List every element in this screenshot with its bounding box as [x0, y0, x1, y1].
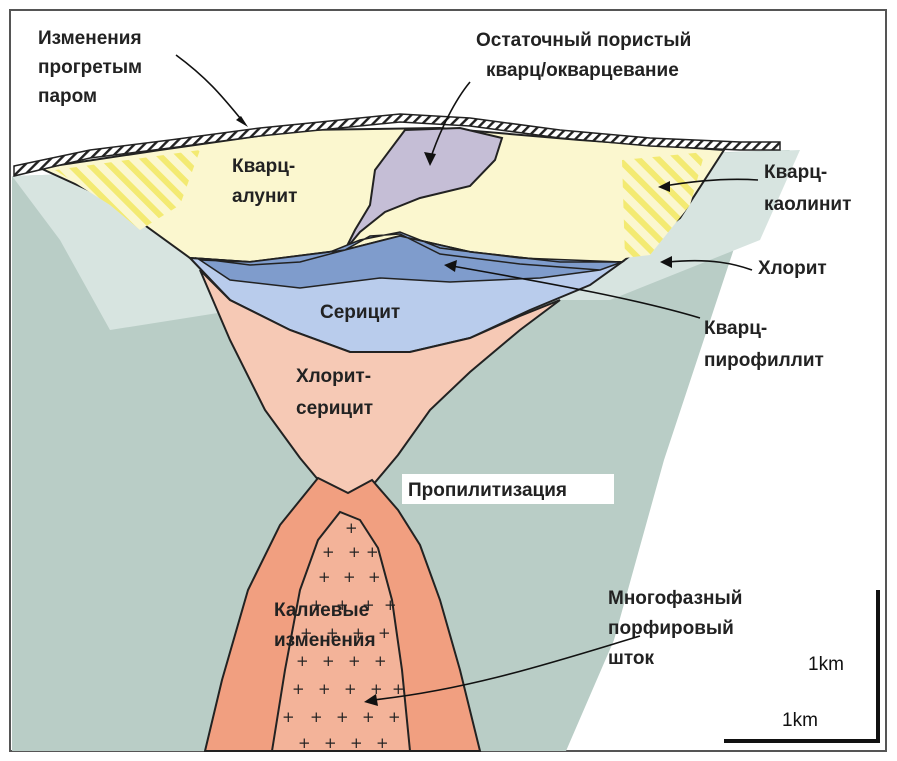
svg-text:Кварц-: Кварц-: [704, 318, 767, 339]
svg-text:шток: шток: [608, 648, 654, 669]
svg-text:кварц/окварцевание: кварц/окварцевание: [486, 60, 679, 81]
svg-text:+: +: [388, 708, 401, 726]
svg-text:+: +: [296, 652, 309, 670]
svg-text:серицит: серицит: [296, 398, 373, 419]
svg-text:+: +: [374, 652, 387, 670]
svg-text:+: +: [378, 624, 391, 642]
svg-text:+: +: [370, 680, 383, 698]
svg-text:+: +: [318, 680, 331, 698]
label-chlorite: Хлорит: [758, 258, 827, 279]
svg-text:изменения: изменения: [274, 630, 376, 651]
svg-text:+: +: [344, 680, 357, 698]
svg-text:+: +: [368, 568, 381, 586]
svg-text:Кварц-: Кварц-: [232, 156, 295, 177]
label-propylitic: Пропилитизация: [408, 480, 567, 501]
svg-text:+: +: [298, 734, 311, 752]
svg-text:Остаточный пористый: Остаточный пористый: [476, 30, 691, 51]
svg-text:+: +: [292, 680, 305, 698]
svg-text:+: +: [384, 596, 397, 614]
svg-text:Изменения: Изменения: [38, 28, 142, 49]
svg-text:прогретым: прогретым: [38, 57, 142, 78]
svg-text:алунит: алунит: [232, 186, 297, 207]
svg-text:Многофазный: Многофазный: [608, 588, 742, 609]
svg-text:+: +: [322, 652, 335, 670]
svg-text:+: +: [322, 543, 335, 561]
svg-text:+: +: [318, 568, 331, 586]
svg-text:+: +: [350, 734, 363, 752]
svg-text:+: +: [345, 519, 358, 537]
svg-text:Хлорит-: Хлорит-: [296, 366, 371, 387]
label-sericite: Серицит: [320, 302, 400, 323]
svg-text:Калиевые: Калиевые: [274, 600, 369, 621]
svg-text:+: +: [348, 652, 361, 670]
svg-text:паром: паром: [38, 86, 97, 107]
svg-text:каолинит: каолинит: [764, 194, 851, 215]
svg-text:+: +: [348, 543, 361, 561]
svg-text:+: +: [362, 708, 375, 726]
svg-text:+: +: [376, 734, 389, 752]
svg-text:+: +: [366, 543, 379, 561]
svg-text:+: +: [310, 708, 323, 726]
scale-label-horizontal: 1km: [782, 710, 818, 731]
svg-text:Кварц-: Кварц-: [764, 162, 827, 183]
svg-text:+: +: [343, 568, 356, 586]
svg-text:+: +: [392, 680, 405, 698]
svg-text:+: +: [324, 734, 337, 752]
svg-text:порфировый: порфировый: [608, 618, 734, 639]
scale-label-vertical: 1km: [808, 654, 844, 675]
svg-text:+: +: [282, 708, 295, 726]
svg-text:+: +: [336, 708, 349, 726]
svg-text:пирофиллит: пирофиллит: [704, 350, 824, 371]
